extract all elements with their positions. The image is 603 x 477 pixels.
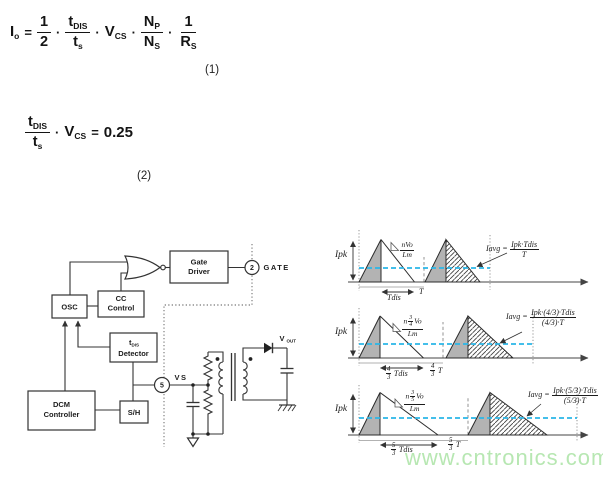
gate-driver-block <box>169 250 229 284</box>
dcm-controller-block <box>27 390 96 431</box>
eq1-lhs: Io <box>10 23 20 42</box>
tdis-detector-label-t: t <box>129 338 132 347</box>
tdis-detector-block <box>109 332 158 363</box>
osc-label: OSC <box>61 303 78 312</box>
equation-1-number: (1) <box>205 64 220 76</box>
ipk-label-2: Ipk <box>335 327 348 337</box>
tdis-detector-label-sub: DIS <box>132 343 140 348</box>
pin-gate-label: GATE <box>264 263 290 272</box>
iavg-pointer-1 <box>476 252 508 267</box>
iavg-pointer-2 <box>499 331 523 344</box>
vout-label-sub: OUT <box>287 339 297 344</box>
nor-gate-bubble <box>160 264 166 271</box>
primary-winding <box>218 361 224 395</box>
tdis-label-1: Tdis <box>387 293 401 302</box>
slope-indicator-3 <box>394 397 404 408</box>
diode <box>264 342 273 354</box>
iavg-label-3: Iavg= Ipk·(5/3)·Tdis(5/3)·T <box>528 386 599 406</box>
flyback-circuit: V OUT <box>169 334 297 448</box>
pin-gate-circle <box>244 259 260 276</box>
capacitor-vs <box>186 385 200 434</box>
sh-label: S/H <box>128 408 141 417</box>
signal-ground <box>186 434 200 448</box>
block-wires <box>62 261 245 411</box>
pin-gate-number: 2 <box>250 265 254 272</box>
pin-vs-label: VS <box>175 373 188 382</box>
ic-boundary <box>163 244 253 447</box>
slope-indicator-1 <box>390 241 400 251</box>
cc-control-label-1: CC <box>116 294 127 303</box>
iavg-label-2: Iavg= Ipk·(4/3)·Tdis(4/3)·T <box>506 308 577 328</box>
earth-ground <box>277 404 297 412</box>
equation-2-number: (2) <box>137 170 152 182</box>
cc-control-label-2: Control <box>108 304 135 313</box>
gate-driver-label-2: Driver <box>188 267 210 276</box>
gate-driver-label-1: Gate <box>191 258 208 267</box>
waveform-1 <box>348 230 589 295</box>
slope-indicator-2 <box>392 322 402 332</box>
period-label-1: T <box>419 287 424 296</box>
resistor-upper <box>202 352 214 385</box>
dcm-controller-label-1: DCM <box>53 400 70 409</box>
iavg-pointer-3 <box>526 403 542 417</box>
resistor-lower <box>202 385 214 434</box>
phase-dot-secondary <box>248 357 253 361</box>
vout-label: V <box>280 334 285 343</box>
secondary-winding <box>242 361 248 395</box>
phase-dot-primary <box>215 357 220 361</box>
waveform-2 <box>348 308 589 371</box>
block-diagram: OSC CC Control Gate Driver t DIS Detecto… <box>27 244 297 448</box>
equation-2: tDIS ts · VCS = 0.25 <box>25 114 133 150</box>
ipk-label-3: Ipk <box>335 404 348 414</box>
sh-block <box>119 400 149 424</box>
transformer <box>215 353 253 401</box>
osc-block <box>51 294 88 319</box>
dcm-controller-label-2: Controller <box>44 410 80 419</box>
watermark: www.cntronics.com <box>405 445 603 470</box>
nor-gate <box>123 255 162 280</box>
ipk-label-1: Ipk <box>335 250 348 260</box>
output-capacitor <box>280 348 294 405</box>
cc-control-block <box>97 290 145 318</box>
tdis-detector-label-2: Detector <box>118 349 149 358</box>
waveform-3 <box>348 385 589 448</box>
pin-vs-number: 5 <box>160 383 164 390</box>
